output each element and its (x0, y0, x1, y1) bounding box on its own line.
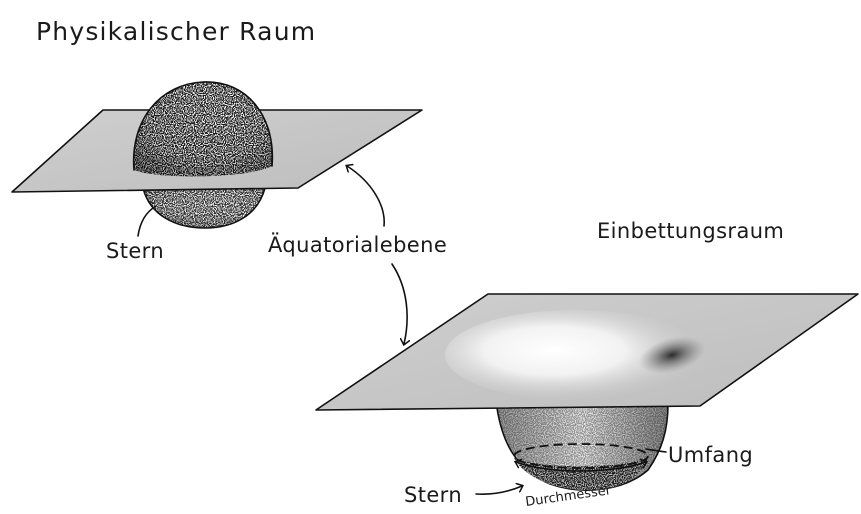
title-physical-space: Physikalischer Raum (36, 17, 316, 46)
embedding-space-illustration (316, 294, 858, 490)
label-equatorial-plane: Äquatorialebene (268, 232, 447, 257)
pointer-star-bottom (476, 486, 522, 494)
pointer-star-top (138, 206, 156, 236)
label-circumference: Umfang (668, 443, 753, 467)
star-lower-hemisphere (143, 188, 265, 228)
title-embedding-space: Einbettungsraum (597, 219, 784, 243)
label-star-top: Stern (106, 239, 164, 263)
label-star-bottom: Stern (404, 483, 462, 507)
star-upper-hemisphere (134, 82, 273, 176)
physical-space-illustration (12, 82, 422, 228)
